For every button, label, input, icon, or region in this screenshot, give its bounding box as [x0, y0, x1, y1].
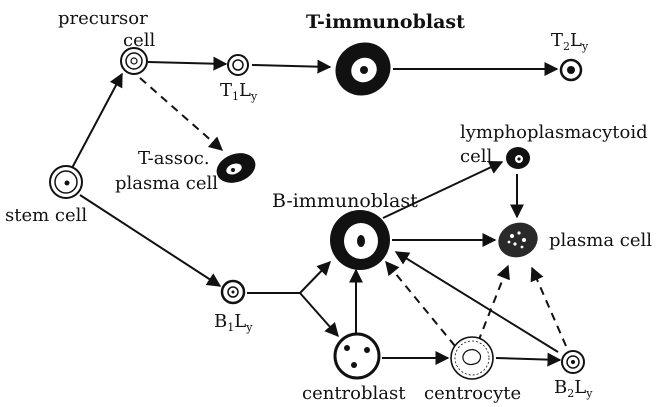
label-b2ly: B2Ly [554, 377, 593, 400]
cell-b2ly [562, 351, 584, 373]
arrow-b1ly-to-centroblast [300, 293, 338, 336]
cell-plasma [493, 217, 542, 263]
arrow-precursor-to-tassoc-dashed [140, 78, 222, 150]
label-b1ly: B1Ly [214, 311, 253, 334]
cell-lymphoplasmacytoid [506, 147, 530, 169]
label-t1ly: T1Ly [220, 80, 258, 103]
label-plasma-cell: plasma cell [549, 230, 652, 251]
cell-precursor [121, 48, 147, 74]
label-t-assoc-line2: plasma cell [115, 173, 218, 194]
arrow-stem-to-precursor [72, 74, 122, 168]
label-t2ly: T2Ly [551, 30, 589, 53]
cell-t2ly [561, 60, 581, 80]
cell-t-immunoblast [326, 32, 400, 105]
arrow-b1ly-to-b-immunoblast [300, 262, 330, 293]
cell-t-assoc-plasma [212, 148, 259, 188]
label-b-immunoblast: B-immunoblast [272, 190, 418, 212]
label-lymphoplasmacytoid-line1: lymphoplasmacytoid [460, 122, 648, 143]
cell-centroblast [335, 334, 379, 378]
label-precursor-line2: cell [123, 30, 155, 51]
label-t-immunoblast: T-immunoblast [306, 11, 465, 33]
label-centroblast: centroblast [302, 383, 406, 404]
cell-t1ly [228, 55, 248, 75]
arrow-centrocyte-to-plasma-dashed [478, 266, 508, 342]
arrow-t1ly-to-t-immunoblast [252, 65, 330, 67]
arrow-stem-to-b1ly [80, 195, 220, 286]
arrow-b2ly-to-plasma-dashed [532, 268, 566, 346]
label-precursor-line1: precursor [58, 8, 148, 29]
label-centrocyte: centrocyte [424, 383, 521, 404]
label-stem-cell: stem cell [5, 205, 87, 226]
cell-centrocyte [451, 337, 493, 379]
cell-b-immunoblast [330, 210, 390, 270]
label-t-assoc-line1: T-assoc. [138, 148, 210, 169]
arrow-precursor-to-t1ly [148, 62, 226, 64]
cell-b1ly [222, 281, 244, 303]
label-lymphoplasmacytoid-line2: cell [460, 146, 492, 167]
arrow-centrocyte-to-b2ly [496, 358, 560, 360]
arrow-centrocyte-to-b-immunoblast-dashed [386, 262, 455, 346]
cell-stem [50, 166, 82, 198]
